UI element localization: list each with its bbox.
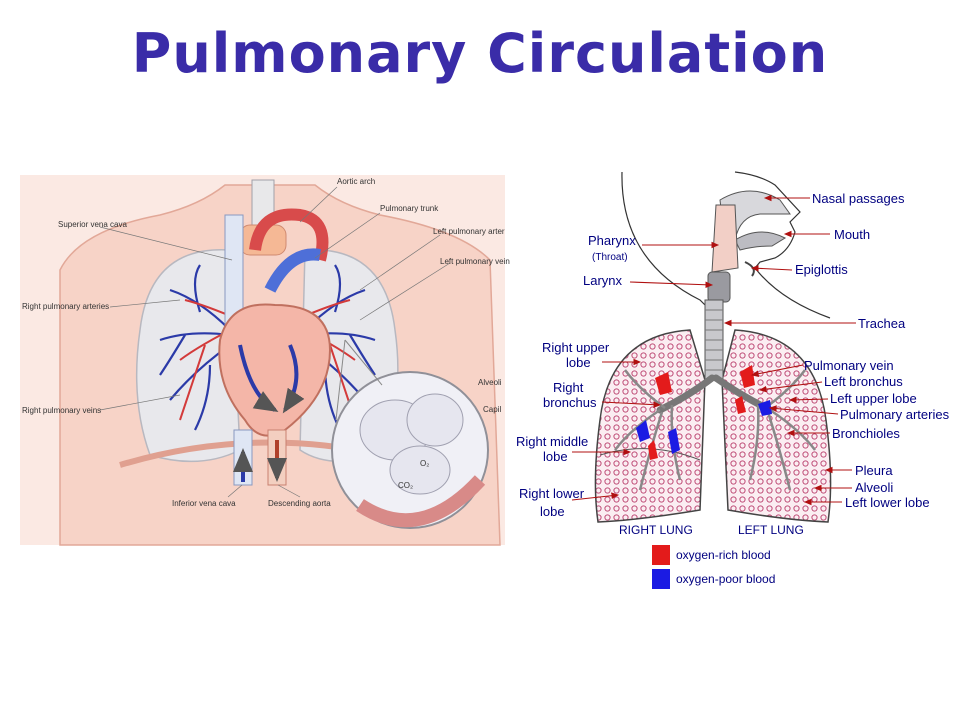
throat-label: (Throat) <box>592 252 628 263</box>
right-upper-lobe-label-2: lobe <box>566 355 591 370</box>
legend-label-oxygen-poor: oxygen-poor blood <box>676 572 775 586</box>
right-respiratory-figure: Nasal passages Mouth Pharynx (Throat) La… <box>516 171 950 589</box>
right-pulmonary-veins-label: Right pulmonary veins <box>22 406 101 415</box>
aortic-arch-label: Aortic arch <box>337 177 375 186</box>
pulmonary-trunk-label: Pulmonary trunk <box>380 204 439 213</box>
superior-vena-cava-label: Superior vena cava <box>58 220 127 229</box>
co2-label: CO₂ <box>398 481 413 490</box>
right-lung-shape <box>135 249 241 463</box>
aortic-arch-shape <box>249 208 329 262</box>
right-pulmonary-arteries-label: Right pulmonary arteries <box>22 302 109 311</box>
bronchioles-label: Bronchioles <box>832 426 900 441</box>
right-bronchus-label-1: Right <box>553 380 584 395</box>
left-upper-lobe-label: Left upper lobe <box>830 391 917 406</box>
nasal-passages-label: Nasal passages <box>812 191 905 206</box>
epiglottis-label: Epiglottis <box>795 262 848 277</box>
oxygen-rich-vessels <box>648 365 755 460</box>
larynx-shape <box>707 271 731 303</box>
pulmonary-trunk-shape <box>264 248 321 293</box>
epiglottis-shape <box>744 261 755 277</box>
mouth-cavity <box>734 231 787 251</box>
right-leader-arrows <box>571 194 856 506</box>
right-middle-lobe-label-1: Right middle <box>516 434 588 449</box>
left-pulmonary-arteries-label: Left pulmonary arter <box>433 227 505 236</box>
oxygen-poor-vessels <box>636 400 772 454</box>
alveolus-cell-2 <box>406 393 464 447</box>
legend-swatch-oxygen-poor <box>652 569 670 589</box>
o2-label: O₂ <box>420 459 429 468</box>
left-bronchus-label: Left bronchus <box>824 374 903 389</box>
face-outline <box>734 171 831 319</box>
pulmonary-arteries-label: Pulmonary arteries <box>840 407 950 422</box>
right-lower-lobe-label-1: Right lower <box>519 486 585 501</box>
pulmonary-vein-label: Pulmonary vein <box>804 358 894 373</box>
page-title: Pulmonary Circulation <box>131 22 829 85</box>
capillary-band <box>356 475 486 528</box>
legend-label-oxygen-rich: oxygen-rich blood <box>676 548 771 562</box>
pharynx-label: Pharynx <box>588 233 636 248</box>
mouth-label: Mouth <box>834 227 870 242</box>
alveoli-right-label: Alveoli <box>855 480 893 495</box>
right-bronchus-label-2: bronchus <box>543 395 597 410</box>
magnify-line-1 <box>344 339 383 386</box>
magnify-line-2 <box>335 339 346 421</box>
right-lung-outline <box>594 329 706 523</box>
legend: oxygen-rich blood oxygen-poor blood <box>652 545 775 589</box>
inferior-vena-cava-label: Inferior vena cava <box>172 499 236 508</box>
left-leader-lines <box>99 186 451 498</box>
neck-outline <box>621 171 711 311</box>
right-upper-lobe-label-1: Right upper <box>542 340 610 355</box>
legend-swatch-oxygen-rich <box>652 545 670 565</box>
alveoli-left-label: Alveoli <box>478 378 502 387</box>
pharynx-shape <box>711 204 739 273</box>
left-lower-lobe-label: Left lower lobe <box>845 495 930 510</box>
trachea-label: Trachea <box>858 316 906 331</box>
heart-flow-arrow-1 <box>238 344 279 413</box>
trachea-rings <box>705 309 723 371</box>
larynx-label: Larynx <box>583 273 623 288</box>
right-lung-label: RIGHT LUNG <box>619 523 693 537</box>
left-pulmonary-veins-label: Left pulmonary vein <box>440 257 510 266</box>
left-lung-label: LEFT LUNG <box>738 523 804 537</box>
pleura-label: Pleura <box>855 463 893 478</box>
right-lower-lobe-label-2: lobe <box>540 504 565 519</box>
left-anatomy-figure: O₂ CO₂ Aortic arch Superior vena cava Pu… <box>20 175 510 546</box>
descending-aorta-label: Descending aorta <box>268 499 331 508</box>
capillaries-label: Capil <box>483 405 501 414</box>
right-middle-lobe-label-2: lobe <box>543 449 568 464</box>
heart-flow-arrow-2 <box>282 344 305 414</box>
alveolus-cell-3 <box>389 445 451 495</box>
